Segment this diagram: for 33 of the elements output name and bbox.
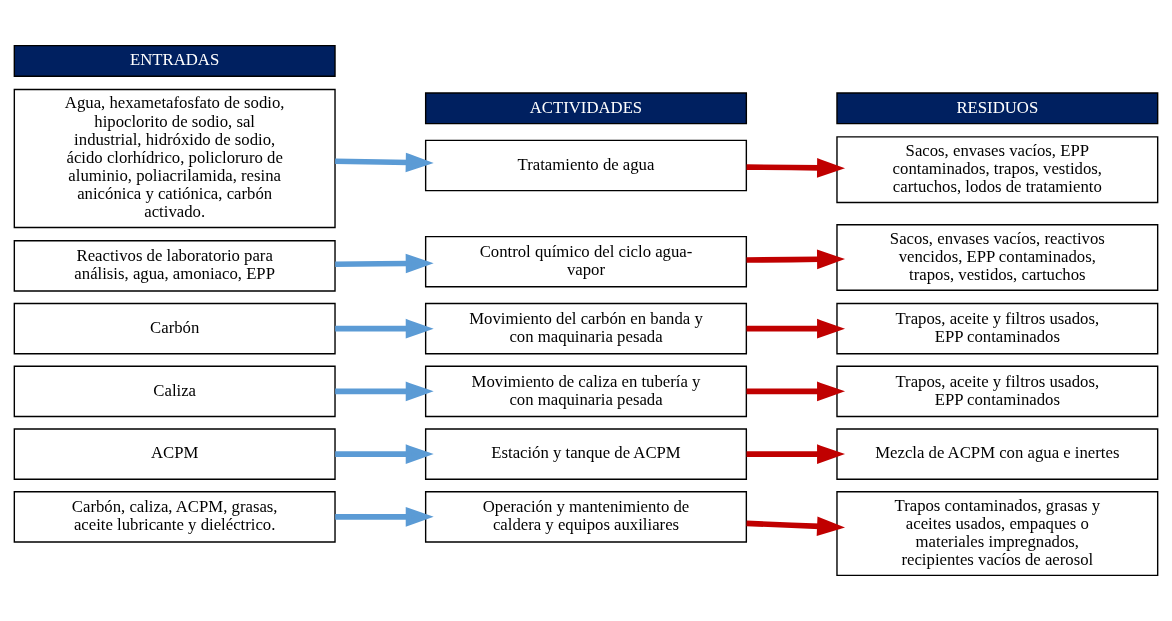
arrow [746,318,846,339]
node-box: Carbón, caliza, ACPM, grasas, aceite lubricante y dieléctrico. [13,491,336,543]
arrow [335,152,434,173]
node-box: Control químico del ciclo agua-vapor [424,235,748,288]
node-box: Carbón [13,302,336,355]
node-box: Sacos, envases vacíos, EPP contaminados, trapos, vestidos, cartuchos, lodos de tratamiento [836,136,1159,204]
node-box: ACTIVIDADES [424,92,748,125]
arrow [746,516,846,537]
arrow [335,318,434,339]
node-box: Sacos, envases vacíos, reactivos vencidos, EPP contaminados, trapos, vestidos, cartuchos [836,224,1159,291]
arrow [746,249,846,270]
node-box: Movimiento del carbón en banda y con maquinaria pesada [424,302,748,355]
node-box: Mezcla de ACPM con agua e inertes [836,428,1159,480]
node-box: Trapos, aceite y filtros usados, EPP contaminados [836,365,1159,418]
arrow [335,253,434,274]
arrow [746,158,846,178]
node-box: Operación y mantenimiento de caldera y equipos auxiliares [424,491,748,543]
node-box: ENTRADAS [13,44,336,77]
node-box: Estación y tanque de ACPM [424,428,748,480]
arrow [746,444,846,464]
node-box: Caliza [13,365,336,418]
node-box: Tratamiento de agua [424,139,748,192]
node-box: ACPM [13,428,336,480]
arrow [335,381,434,402]
node-box: Trapos contaminados, grasas y aceites usados, empaques o materiales impregnados, recipientes vacíos de aerosol [836,491,1159,577]
node-box: RESIDUOS [836,92,1159,125]
arrow [335,444,434,464]
node-box: Movimiento de caliza en tubería y con maquinaria pesada [424,365,748,418]
node-box: Reactivos de laboratorio para análisis, agua, amoniaco, EPP [13,240,336,292]
arrow [335,507,434,527]
node-box: Agua, hexametafosfato de sodio, hipoclorito de sodio, sal industrial, hidróxido de sodio, ácido clorhídrico, policloruro de aluminio, poliacrilamida, resina anicónica y catiónica, carbón activado. [13,88,336,229]
arrow [746,381,846,402]
node-box: Trapos, aceite y filtros usados, EPP contaminados [836,302,1159,355]
